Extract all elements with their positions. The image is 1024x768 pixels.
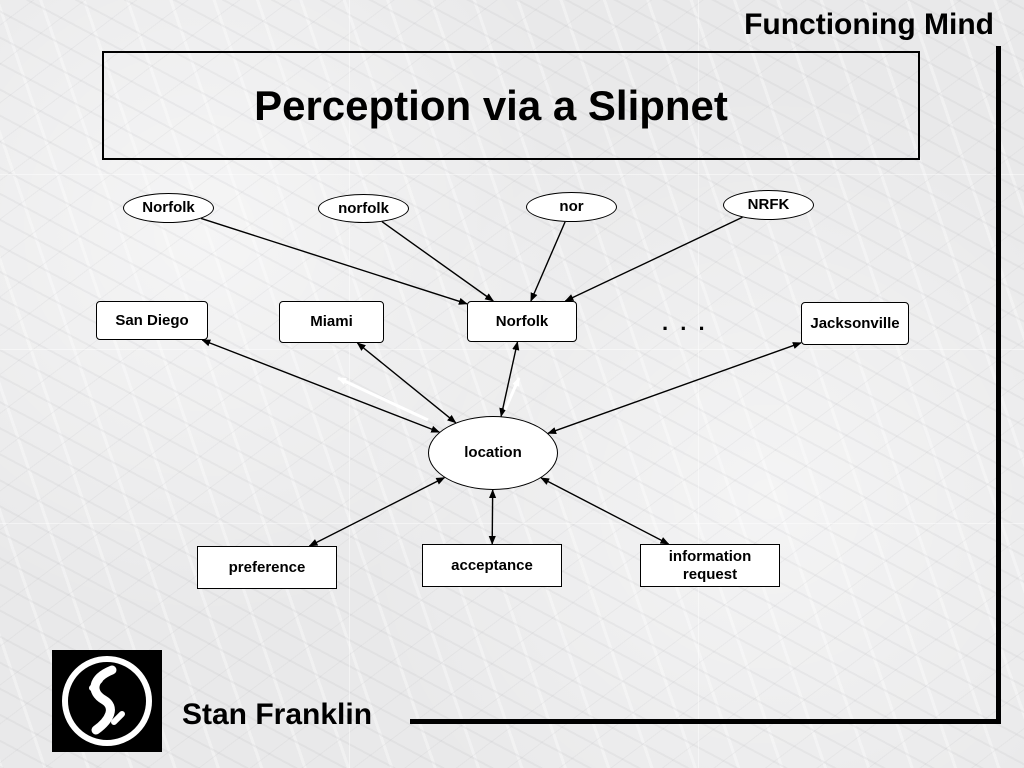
node-preference: preference: [197, 546, 337, 589]
frame-line-bottom: [410, 719, 1001, 724]
node-label: preference: [228, 558, 306, 576]
link-arrow: [540, 477, 670, 545]
link-arrow: [381, 221, 494, 302]
link-arrow: [499, 341, 520, 418]
author-name: Stan Franklin: [182, 698, 373, 731]
node-jacksonville: Jacksonville: [801, 302, 909, 345]
link-arrow: [201, 339, 441, 433]
slide-title: Perception via a Slipnet: [254, 81, 728, 129]
node-label: San Diego: [115, 311, 189, 329]
node-label: location: [464, 444, 522, 461]
node-label: Norfolk: [495, 312, 549, 330]
link-arrow: [530, 221, 566, 302]
link-arrow: [200, 217, 468, 305]
link-arrow: [564, 216, 743, 302]
link-arrow: [356, 342, 457, 424]
node-label: information request: [668, 547, 752, 583]
node-label: nor: [559, 198, 584, 215]
activation-highlight: [503, 377, 521, 411]
node-label: Jacksonville: [810, 314, 900, 332]
node-location: location: [428, 416, 558, 490]
title-box: Perception via a Slipnet: [102, 51, 920, 160]
node-norfolk-city: Norfolk: [467, 301, 577, 342]
node-acceptance: acceptance: [422, 544, 562, 587]
link-arrow: [547, 342, 802, 434]
activation-highlight: [337, 376, 429, 422]
background-seam: [0, 523, 1024, 524]
node-miami: Miami: [279, 301, 384, 343]
logo-emblem-icon: [62, 656, 152, 746]
logo: [52, 650, 162, 752]
node-label: NRFK: [747, 196, 790, 213]
node-label: Miami: [310, 313, 353, 330]
node-label: acceptance: [451, 556, 533, 574]
link-arrow: [308, 476, 446, 547]
node-information-request: information request: [640, 544, 780, 587]
node-nor: nor: [526, 192, 617, 222]
node-label: Norfolk: [142, 199, 195, 216]
node-san-diego: San Diego: [96, 301, 208, 340]
node-label: norfolk: [338, 199, 389, 217]
header-label: Functioning Mind: [744, 8, 994, 41]
node-norfolk-lowercase: norfolk: [318, 194, 409, 223]
node-norfolk-input: Norfolk: [123, 193, 214, 223]
background-seam: [0, 174, 1024, 175]
more-nodes-ellipsis: . . .: [662, 310, 708, 335]
frame-line-right: [996, 46, 1001, 724]
node-nrfk: NRFK: [723, 190, 814, 220]
